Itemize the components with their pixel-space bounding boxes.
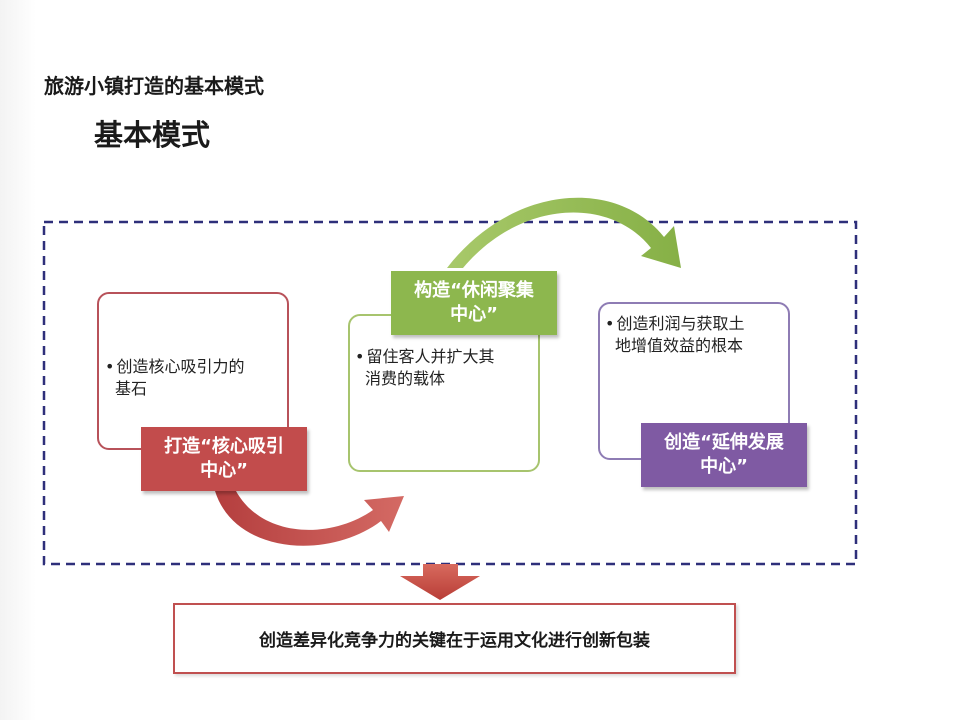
step-label-3: 创造“延伸发展 中心” — [641, 423, 807, 487]
conclusion-text: 创造差异化竞争力的关键在于运用文化进行创新包装 — [259, 631, 650, 651]
step-text-1: •创造核心吸引力的 基石 — [105, 356, 244, 400]
bullet: • — [105, 357, 115, 376]
step-label-2-line-1: 构造“休闲聚集 — [414, 280, 534, 301]
bullet: • — [355, 347, 365, 366]
curved-arrow-red-icon — [215, 491, 404, 546]
step-text-3-line-1: 创造利润与获取土 — [616, 314, 745, 333]
step-label-1: 打造“核心吸引 中心” — [141, 427, 307, 491]
step-label-2-line-2: 中心” — [450, 304, 498, 325]
step-text-1-line-2: 基石 — [115, 379, 148, 398]
step-card-1 — [97, 292, 289, 450]
down-arrow-icon — [400, 564, 480, 600]
step-text-2-line-2: 消费的载体 — [365, 369, 446, 388]
left-shade-strip — [0, 0, 36, 720]
curved-arrow-green-icon — [447, 197, 681, 268]
conclusion-box: 创造差异化竞争力的关键在于运用文化进行创新包装 — [173, 603, 736, 674]
step-label-1-line-2: 中心” — [200, 460, 248, 481]
step-text-3: •创造利润与获取土 地增值效益的根本 — [605, 313, 744, 357]
step-text-1-line-1: 创造核心吸引力的 — [116, 357, 245, 376]
step-label-3-line-2: 中心” — [700, 456, 748, 477]
step-text-3-line-2: 地增值效益的根本 — [615, 336, 744, 355]
section-title: 基本模式 — [94, 118, 211, 152]
step-label-2: 构造“休闲聚集 中心” — [391, 271, 557, 335]
step-text-2: •留住客人并扩大其 消费的载体 — [355, 346, 494, 390]
step-label-1-line-1: 打造“核心吸引 — [164, 436, 284, 457]
step-card-2 — [348, 314, 540, 472]
step-text-2-line-1: 留住客人并扩大其 — [366, 347, 495, 366]
page-title: 旅游小镇打造的基本模式 — [44, 74, 264, 98]
bullet: • — [605, 314, 615, 333]
step-label-3-line-1: 创造“延伸发展 — [664, 432, 784, 453]
